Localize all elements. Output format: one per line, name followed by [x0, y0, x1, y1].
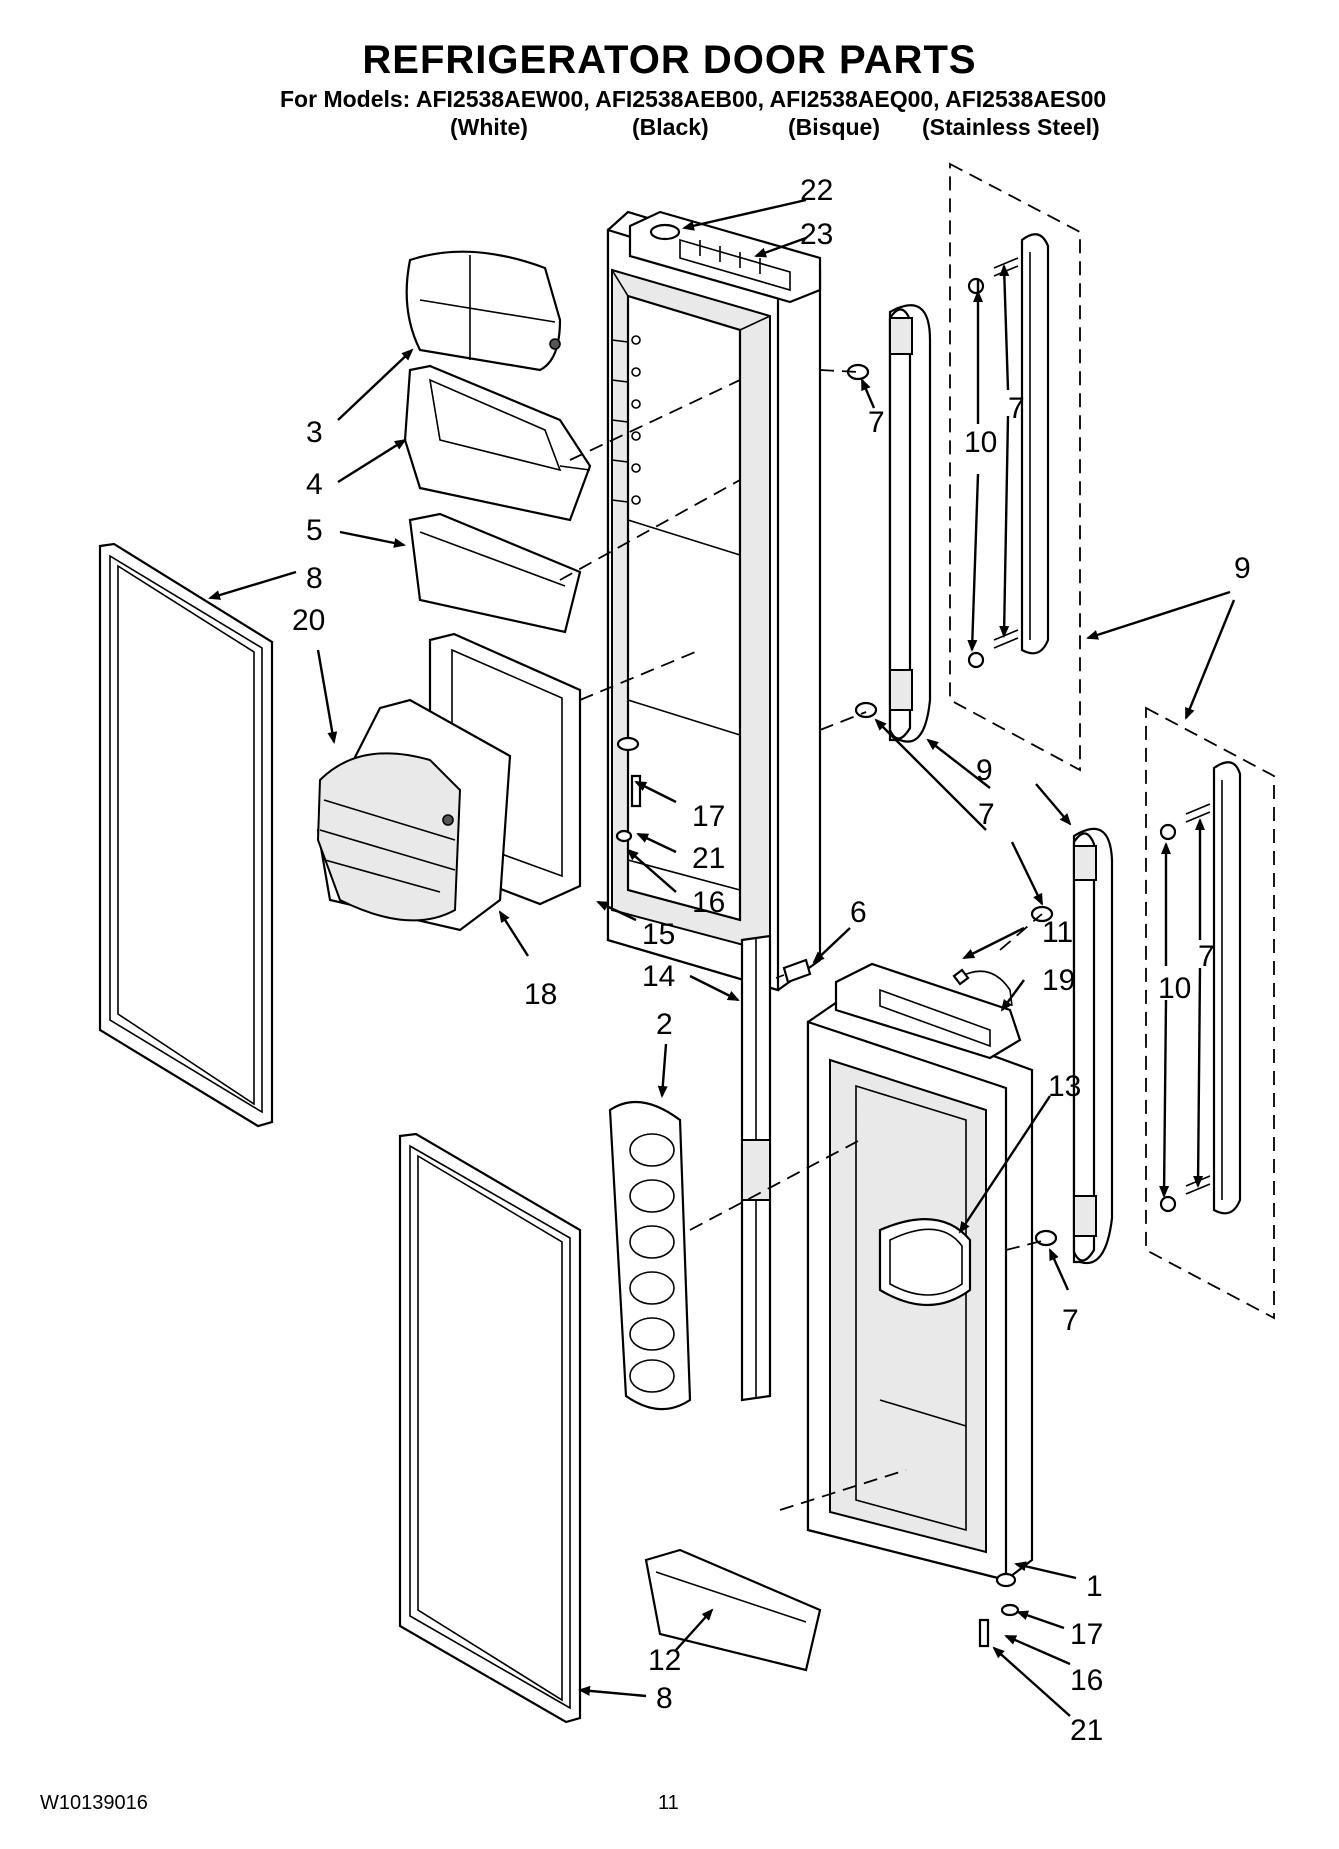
callout-2: 2 [656, 1008, 673, 1041]
freezer-shelf-rack [608, 1100, 692, 1411]
variant-black: (Black) [632, 114, 709, 140]
callout-1: 1 [1086, 1570, 1103, 1603]
upper-door-handle [888, 304, 932, 743]
callout-10-lower: 10 [1158, 972, 1191, 1005]
plug-part [649, 223, 681, 241]
callout-15: 15 [642, 918, 675, 951]
callout-18: 18 [524, 978, 557, 1011]
callout-10-upper: 10 [964, 426, 997, 459]
callout-8-lower: 8 [656, 1682, 673, 1715]
page-number: 11 [658, 1792, 679, 1814]
upper-handle-kit [967, 233, 1050, 669]
lower-hinge-hardware [978, 1572, 1020, 1648]
callout-6: 6 [850, 896, 867, 929]
upper-handle-washer-bottom [854, 701, 878, 719]
leader-arrows [208, 198, 1236, 1717]
hinge-screw [775, 958, 812, 984]
callout-4: 4 [306, 468, 323, 501]
callout-11: 11 [1042, 916, 1073, 949]
callout-17-upper: 17 [692, 800, 725, 833]
door-edge-strip [740, 934, 772, 1402]
callout-20: 20 [292, 604, 325, 637]
freezer-door-bin [644, 1548, 822, 1672]
callout-5: 5 [306, 514, 323, 547]
freezer-door-gasket [398, 1132, 582, 1724]
fresh-food-door-liner [606, 210, 822, 992]
freezer-door-cap [834, 962, 1022, 1060]
callout-16-lower: 16 [1070, 1664, 1103, 1697]
callout-12: 12 [648, 1644, 681, 1677]
callout-7-lower-kit: 7 [1198, 940, 1215, 973]
variant-white: (White) [450, 114, 528, 140]
lower-handle-kit [1159, 761, 1242, 1215]
upper-door-bin [408, 512, 582, 634]
variant-stainless-steel: (Stainless Steel) [922, 114, 1100, 140]
callout-19: 19 [1042, 964, 1075, 997]
callout-16-upper: 16 [692, 886, 725, 919]
hinge-pin-and-wiring [952, 968, 1013, 1007]
dispenser-chute [878, 1218, 972, 1306]
callout-9-upper-handle: 9 [976, 754, 993, 787]
callout-14: 14 [642, 960, 675, 993]
callout-7-lower-handle: 7 [1062, 1304, 1079, 1337]
callout-7-upper-washer: 7 [868, 406, 885, 439]
callout-22: 22 [800, 174, 833, 207]
callout-21-lower: 21 [1070, 1714, 1103, 1747]
document-number: W10139016 [40, 1792, 148, 1814]
callout-23: 23 [800, 218, 833, 251]
lower-handle-kit-box [1145, 706, 1275, 1320]
callout-7-lower-washer: 7 [978, 798, 995, 831]
models-line: For Models: AFI2538AEW00, AFI2538AEB00, … [280, 86, 1107, 112]
dairy-door-cover [405, 250, 562, 372]
lower-handle-washer-bottom [1034, 1229, 1058, 1247]
page-title: REFRIGERATOR DOOR PARTS [362, 38, 977, 82]
lower-door-handle [1072, 827, 1114, 1265]
callout-8-upper: 8 [306, 562, 323, 595]
callout-21-upper: 21 [692, 842, 725, 875]
callout-17-lower: 17 [1070, 1618, 1103, 1651]
callout-13: 13 [1048, 1070, 1081, 1103]
callout-3: 3 [306, 416, 323, 449]
dairy-bin [403, 364, 592, 522]
fresh-food-door-gasket [98, 542, 274, 1128]
ice-bin-front-cover [316, 698, 512, 932]
upper-handle-kit-box [949, 162, 1081, 772]
variant-bisque: (Bisque) [788, 114, 880, 140]
callout-7-upper-kit: 7 [1008, 392, 1025, 425]
callout-9-upper-kit: 9 [1234, 552, 1251, 585]
